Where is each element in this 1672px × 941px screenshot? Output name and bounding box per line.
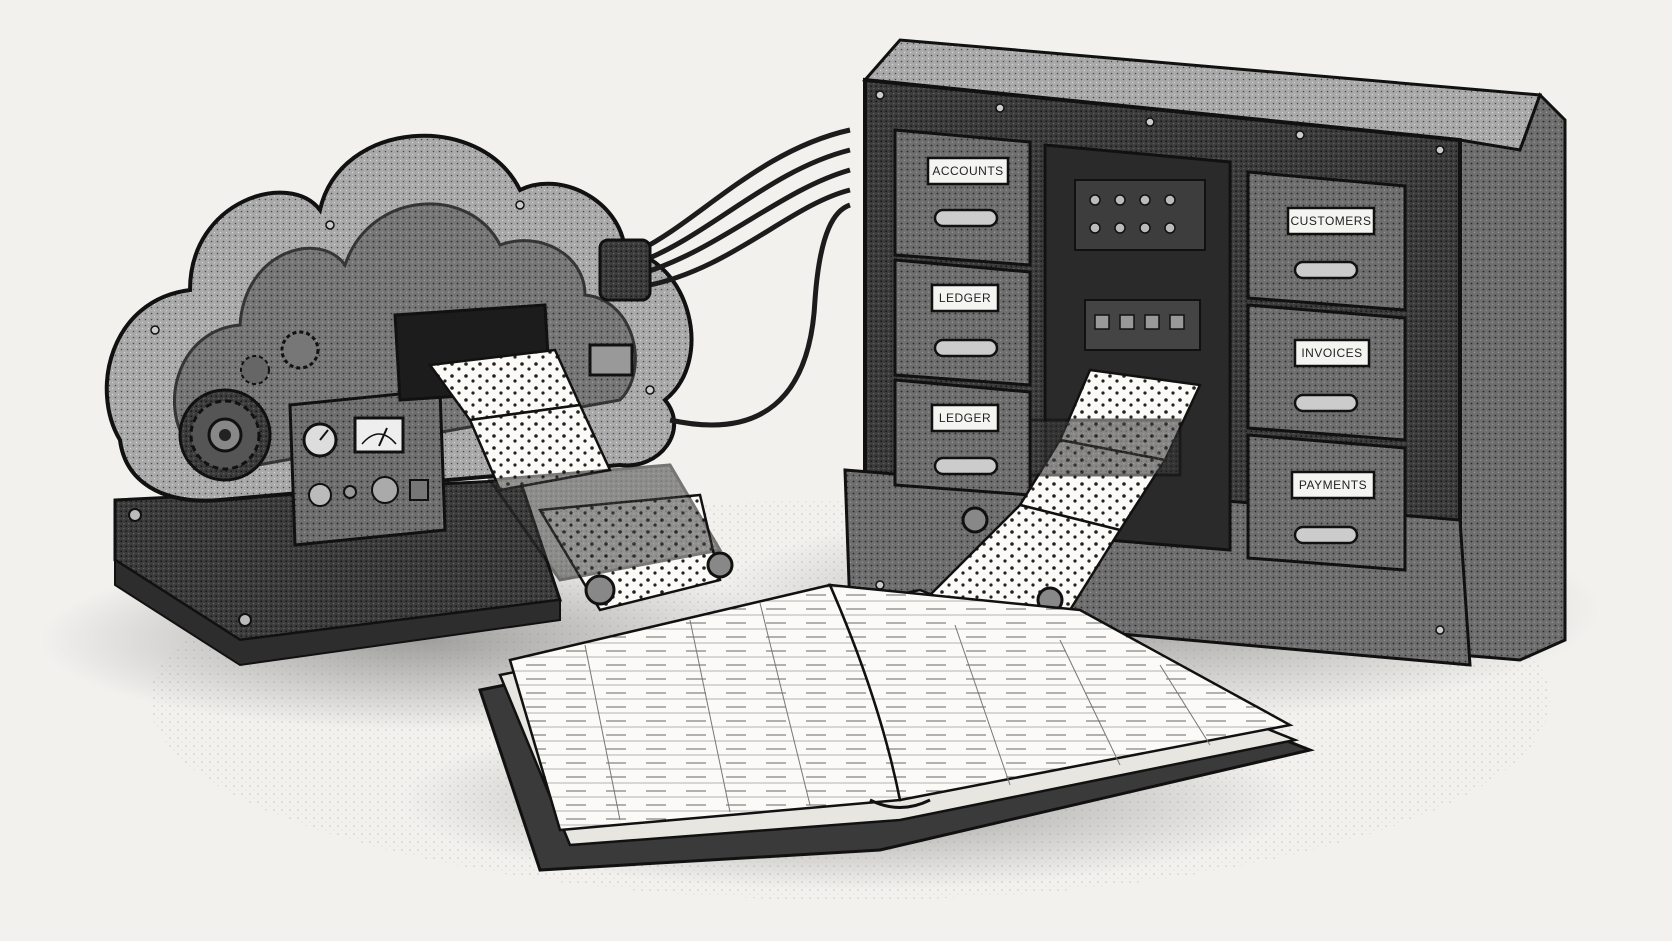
drawer-label: LEDGER: [939, 291, 991, 305]
drawer-label: PAYMENTS: [1299, 478, 1367, 492]
drawer-right-top: CUSTOMERS: [1246, 170, 1407, 312]
drawer-left-bottom: LEDGER: [893, 378, 1032, 497]
drawer-left-top: ACCOUNTS: [893, 128, 1032, 267]
switch-panel: [1043, 143, 1232, 552]
meter-icon: [353, 416, 405, 454]
gear-icon: [189, 399, 261, 471]
cable-coupler: [598, 238, 652, 302]
drawer-label: LEDGER: [939, 411, 991, 425]
drawer-label: ACCOUNTS: [932, 164, 1003, 178]
drawer-label: INVOICES: [1301, 346, 1362, 360]
drawer-right-bottom: PAYMENTS: [1246, 433, 1407, 572]
punch-tape-icon: [427, 348, 734, 612]
punch-tape-icon: [902, 368, 1202, 652]
gauge-icon: [302, 422, 338, 458]
open-ledger-icon: [478, 583, 1316, 872]
drawer-right-middle: INVOICES: [1246, 303, 1407, 442]
drawer-left-middle: LEDGER: [893, 258, 1032, 387]
drawer-label: CUSTOMERS: [1291, 214, 1372, 228]
